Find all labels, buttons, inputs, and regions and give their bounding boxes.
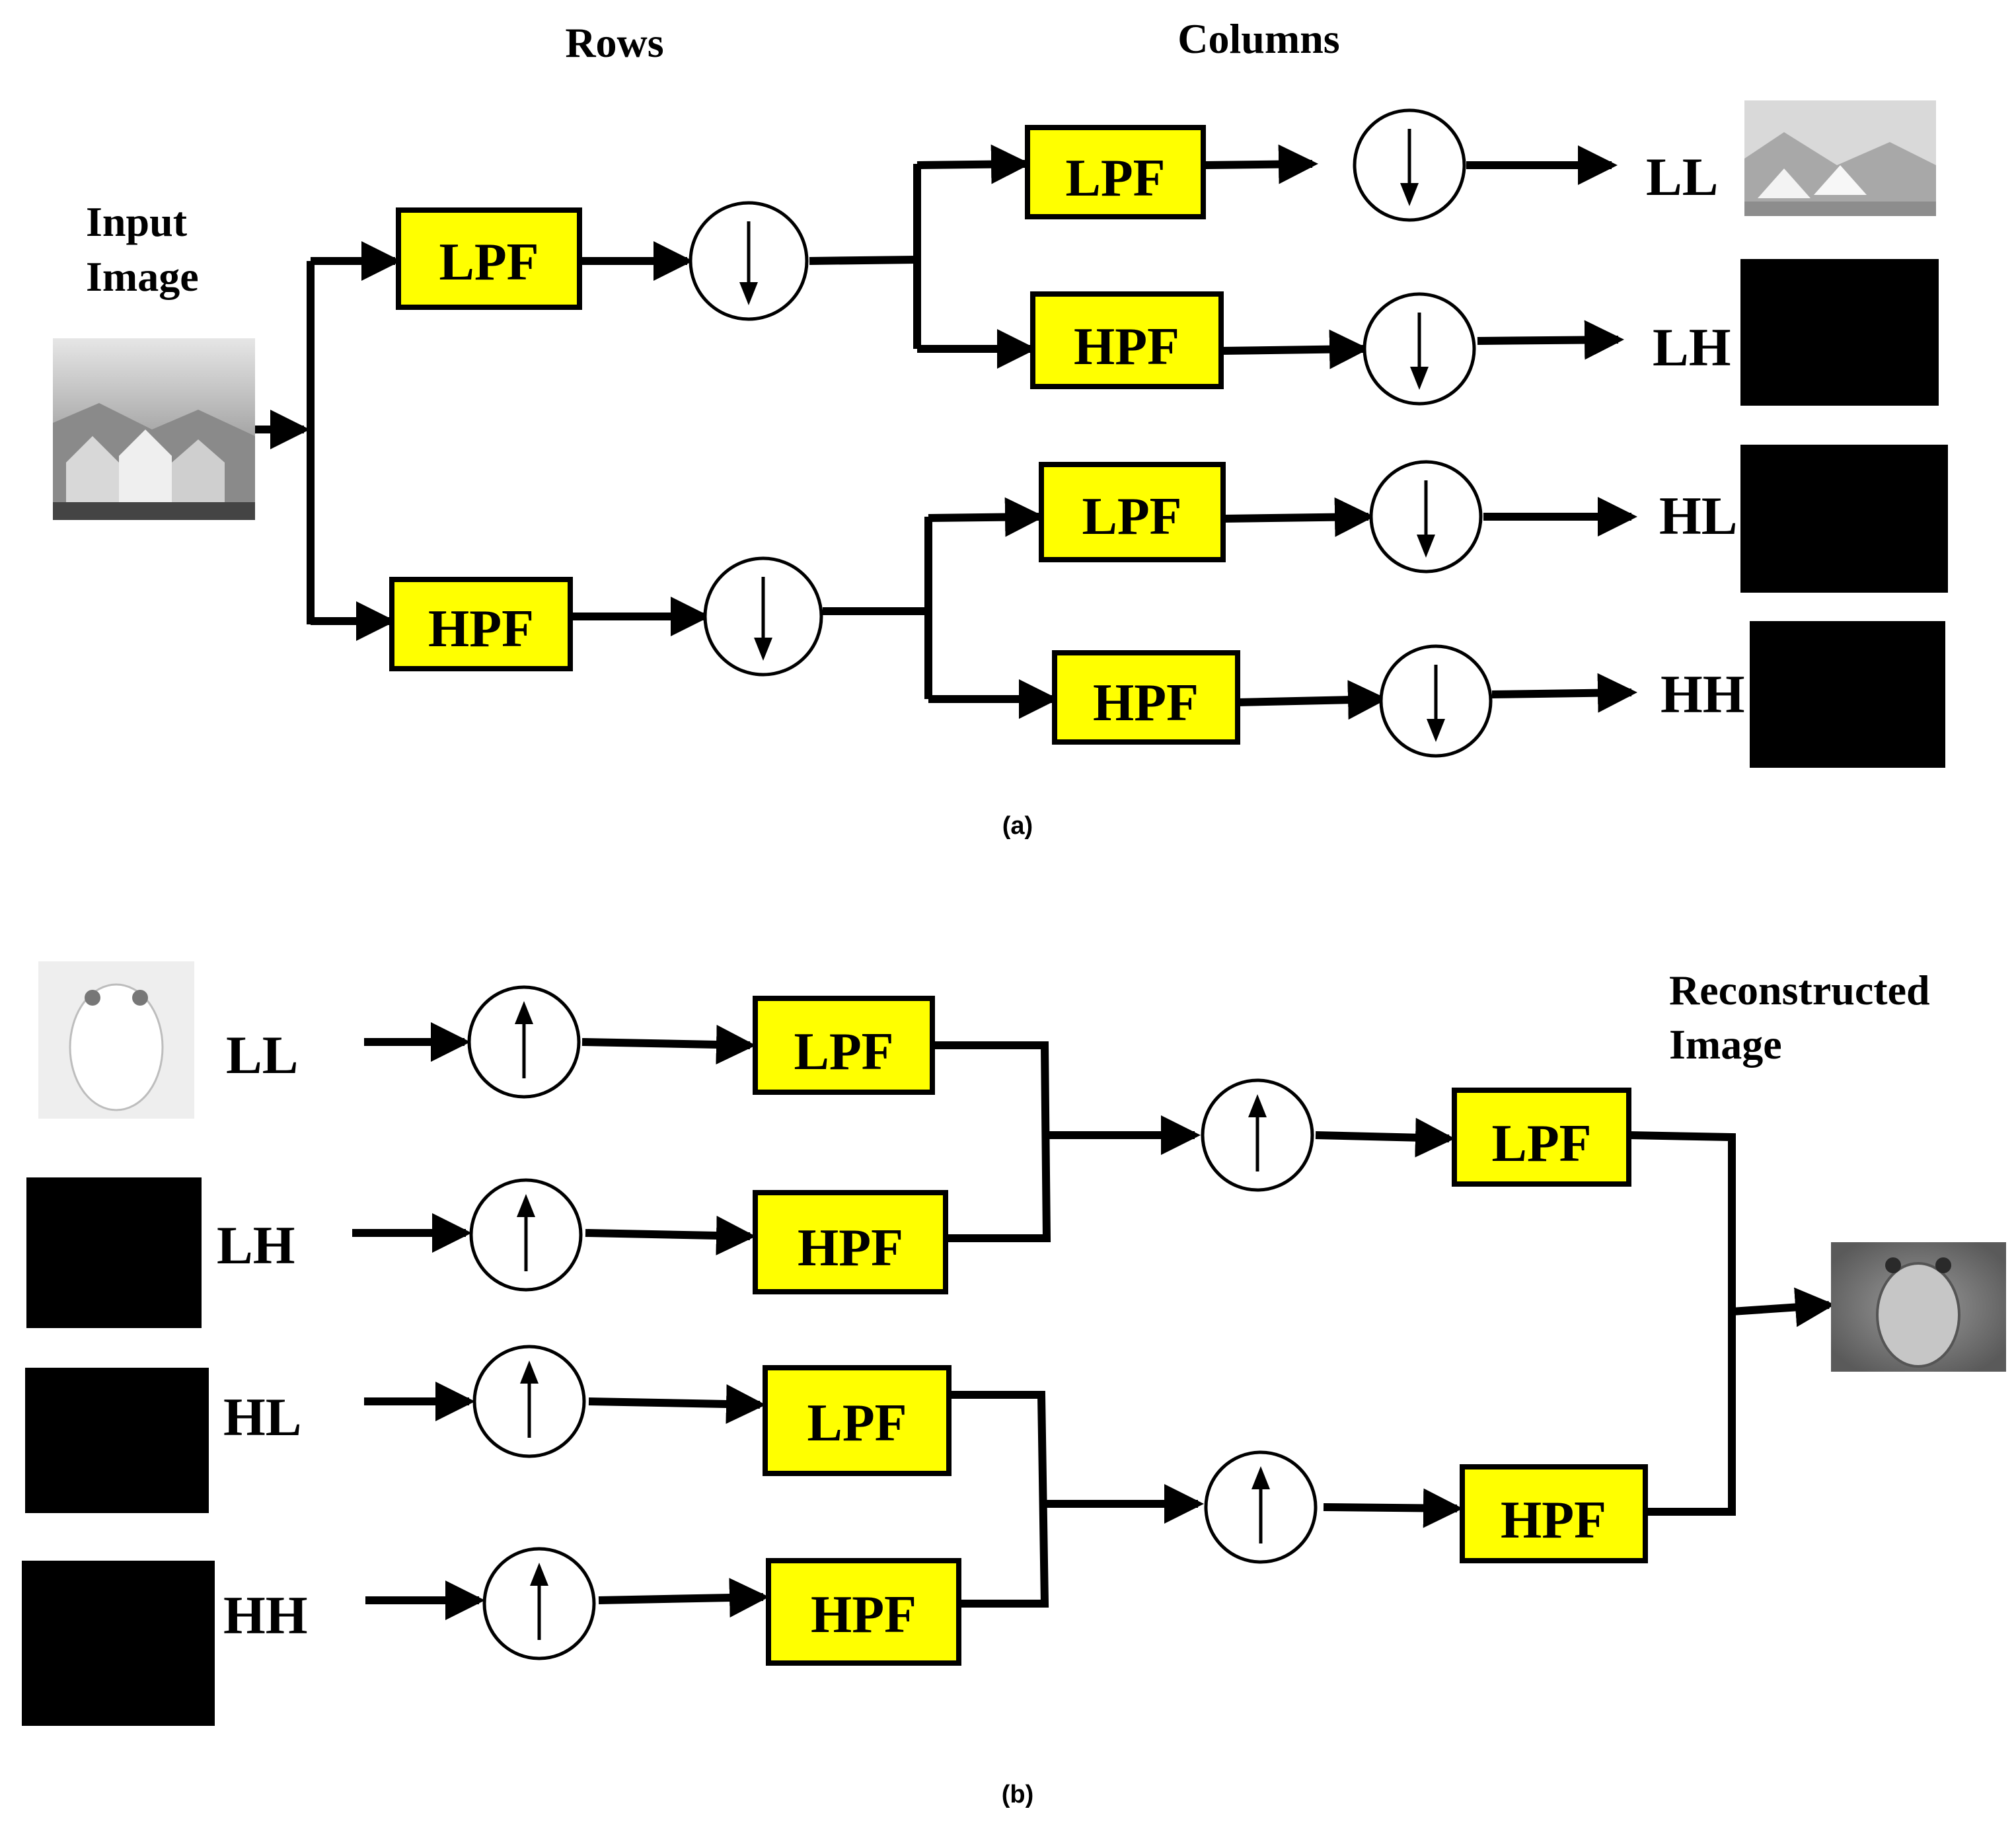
synthesis-col-lpf-bottom: LPF [763,1365,952,1476]
svg-text:HPF: HPF [1501,1491,1606,1549]
svg-text:HPF: HPF [798,1219,903,1277]
output-label-hh: HH [1661,664,1745,724]
upsample-icon [482,1547,596,1660]
output-label-lh: LH [1653,317,1731,377]
caption-b: (b) [1002,1781,1034,1808]
upsample-icon [472,1345,586,1458]
downsample-icon [689,201,809,321]
input-label-line2: Image [86,253,199,300]
ll-input-image [38,961,194,1119]
upsample-icon [1201,1078,1314,1192]
analysis-col-hpf-bottom: HPF [1052,650,1240,745]
synthesis-row-lpf: LPF [1452,1088,1631,1187]
svg-text:LPF: LPF [807,1394,907,1452]
input-label-ll: LL [226,1025,298,1085]
output-label-ll: LL [1646,147,1718,207]
analysis-col-lpf-top: LPF [1025,125,1206,219]
downsample-icon [1363,292,1476,406]
synthesis-col-hpf-top: HPF [753,1190,948,1294]
analysis-wires [255,144,1637,720]
input-image [53,338,255,520]
svg-text:LPF: LPF [439,233,539,291]
ll-subband-image [1744,100,1936,216]
input-label-hh: HH [223,1585,308,1645]
input-label-line1: Input [86,198,188,245]
synthesis-section: LL LH HL HH [22,961,2006,1808]
downsample-icon [1369,460,1483,574]
svg-text:LPF: LPF [1065,149,1165,207]
lh-subband-image [1740,259,1939,406]
svg-text:HPF: HPF [428,600,534,658]
reconstructed-label-line2: Image [1669,1021,1782,1068]
synthesis-col-lpf-top: LPF [753,996,935,1095]
downsample-icon [1379,644,1493,758]
analysis-col-lpf-bottom: LPF [1039,462,1226,562]
hh-subband-image [1750,621,1945,768]
reconstructed-image [1831,1242,2006,1372]
svg-text:LPF: LPF [1491,1115,1591,1173]
reconstructed-label-line1: Reconstructed [1669,967,1930,1014]
analysis-col-hpf-top: HPF [1030,291,1224,389]
analysis-row-hpf: HPF [389,577,573,671]
synthesis-col-hpf-bottom: HPF [766,1558,961,1666]
svg-text:HPF: HPF [1074,318,1179,376]
hh-input-image [22,1561,215,1726]
upsample-icon [467,985,581,1099]
downsample-icon [1353,108,1466,222]
svg-text:HPF: HPF [811,1586,916,1644]
downsample-icon [703,556,823,677]
svg-text:HPF: HPF [1093,674,1199,732]
hl-subband-image [1740,445,1948,593]
upsample-icon [1204,1450,1318,1564]
rows-header: Rows [565,19,663,66]
input-label-hl: HL [223,1387,301,1447]
output-label-hl: HL [1659,486,1737,546]
lh-input-image [26,1177,202,1328]
svg-text:LPF: LPF [1082,488,1181,546]
columns-header: Columns [1177,15,1339,62]
analysis-row-lpf: LPF [396,207,582,310]
upsample-icon [469,1178,583,1292]
analysis-section: Rows Columns Input Image [53,15,1948,840]
hl-input-image [25,1368,209,1513]
synthesis-wires [352,1022,1835,1620]
input-label-lh: LH [217,1215,295,1275]
svg-text:LPF: LPF [794,1023,893,1081]
synthesis-row-hpf: HPF [1460,1464,1648,1563]
caption-a: (a) [1002,812,1033,840]
